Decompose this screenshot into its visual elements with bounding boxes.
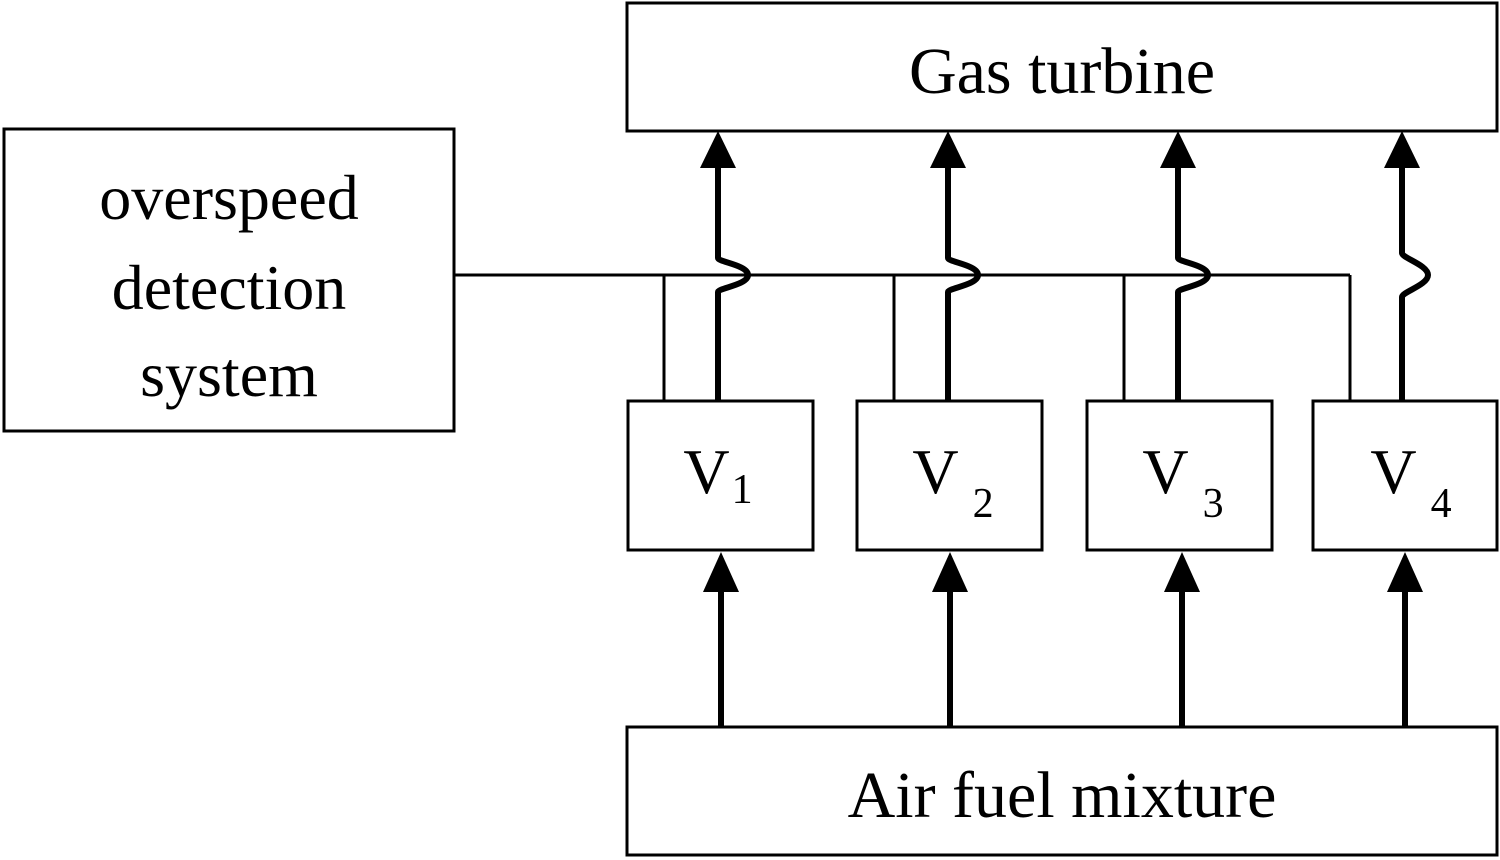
air-fuel-mixture-block: Air fuel mixture: [625, 725, 1499, 857]
arrow-head-up-v1-turbine: [700, 131, 736, 168]
flow-v1-to-turbine: [700, 131, 751, 401]
arrow-head-up-mixture-v2: [932, 552, 968, 592]
overspeed-label-line-3: system: [140, 339, 318, 410]
flow-v3-to-turbine: [1160, 131, 1211, 401]
valve-v1-label: V1: [683, 436, 752, 513]
mixture-to-valve-flows: [703, 552, 1423, 727]
flow-mixture-to-v4: [1387, 552, 1423, 727]
valve-v1: V1: [626, 399, 815, 552]
arrow-head-up-mixture-v4: [1387, 552, 1423, 592]
overspeed-detection-block: overspeed detection system: [2, 127, 456, 433]
overspeed-label-line-2: detection: [112, 252, 347, 323]
arrow-head-up-mixture-v3: [1164, 552, 1200, 592]
valve-to-turbine-flows: [700, 131, 1431, 401]
overspeed-label-line-1: overspeed: [99, 162, 358, 233]
gas-turbine-label: Gas turbine: [909, 35, 1215, 108]
arrow-head-up-v4-turbine: [1384, 131, 1420, 168]
flow-mixture-to-v3: [1164, 552, 1200, 727]
arrow-head-up-v2-turbine: [930, 131, 966, 168]
air-fuel-mixture-label: Air fuel mixture: [848, 759, 1277, 832]
flow-v2-to-turbine: [930, 131, 981, 401]
flow-mixture-to-v2: [932, 552, 968, 727]
arrow-head-up-v3-turbine: [1160, 131, 1196, 168]
gas-turbine-block: Gas turbine: [625, 1, 1499, 133]
flow-v4-to-turbine: [1384, 131, 1431, 401]
control-bus: [454, 273, 1352, 401]
flow-mixture-to-v1: [703, 552, 739, 727]
arrow-head-up-mixture-v1: [703, 552, 739, 592]
